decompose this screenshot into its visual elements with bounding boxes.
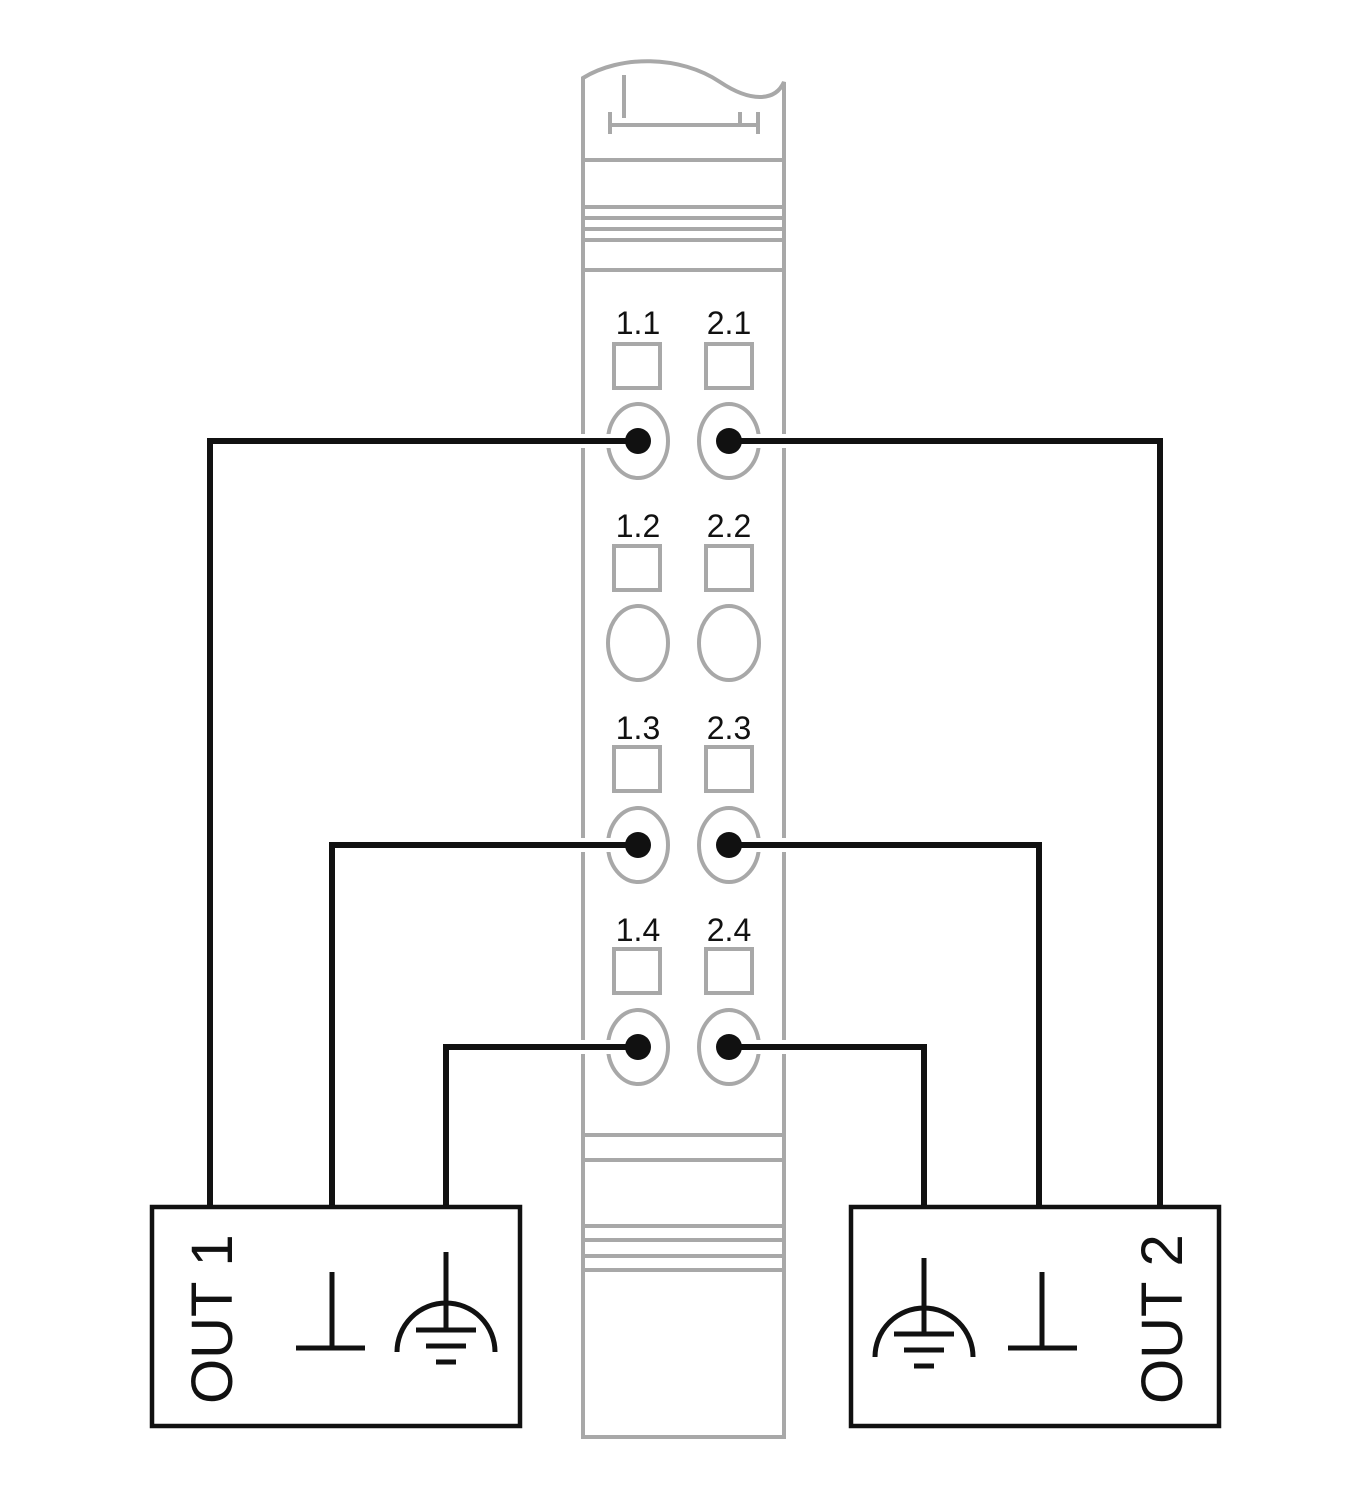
- led-1-2: [612, 544, 662, 592]
- wire-1-4-to-out1: [443, 1044, 638, 1207]
- wire-1-3-to-out1: [329, 842, 638, 1207]
- connection-dot-icon: [716, 832, 742, 858]
- wire-1-1-to-out1: [207, 438, 638, 1207]
- label-2-2: 2.2: [707, 508, 751, 544]
- connection-dot-icon: [716, 1034, 742, 1060]
- connection-dot-icon: [716, 428, 742, 454]
- out1-device: OUT 1: [149, 1204, 523, 1429]
- wire-2-4-to-out2: [729, 1044, 927, 1207]
- terminal-1-2: [606, 604, 670, 682]
- label-1-2: 1.2: [616, 508, 660, 544]
- label-1-4: 1.4: [616, 912, 660, 948]
- label-2-3: 2.3: [707, 710, 751, 746]
- out2-label: OUT 2: [1130, 1234, 1195, 1404]
- label-2-1: 2.1: [707, 305, 751, 341]
- out1-label: OUT 1: [180, 1234, 245, 1404]
- label-2-4: 2.4: [707, 912, 751, 948]
- led-1-3: [612, 745, 662, 793]
- led-2-2: [704, 544, 754, 592]
- led-2-3: [704, 745, 754, 793]
- module-bands: [583, 158, 784, 1272]
- terminal-module: 1.1 2.1 1.2 2.2 1.3 2.3 1.4 2.4: [581, 59, 786, 1439]
- terminal-labels: 1.1 2.1 1.2 2.2 1.3 2.3 1.4 2.4: [616, 305, 751, 948]
- label-1-1: 1.1: [616, 305, 660, 341]
- out2-device: OUT 2: [848, 1204, 1222, 1429]
- led-2-4: [704, 947, 754, 995]
- wire-2-1-to-out2: [729, 438, 1163, 1207]
- connection-dots: [625, 428, 742, 1060]
- connection-dot-icon: [625, 428, 651, 454]
- led-indicators: [612, 342, 754, 995]
- wire-2-3-to-out2: [729, 842, 1042, 1207]
- ground-symbol-icon: [1008, 1272, 1077, 1351]
- ground-symbol-icon: [296, 1272, 365, 1351]
- label-1-3: 1.3: [616, 710, 660, 746]
- led-1-4: [612, 947, 662, 995]
- terminal-2-2: [697, 604, 761, 682]
- earth-ground-symbol-icon: [872, 1258, 976, 1369]
- out2-box: [848, 1204, 1222, 1429]
- led-2-1: [704, 342, 754, 390]
- led-1-1: [612, 342, 662, 390]
- module-top-bracket: [608, 75, 760, 134]
- wires: [207, 434, 1163, 1207]
- earth-ground-symbol-icon: [394, 1252, 498, 1365]
- out1-box: [149, 1204, 523, 1429]
- connection-dot-icon: [625, 1034, 651, 1060]
- connection-dot-icon: [625, 832, 651, 858]
